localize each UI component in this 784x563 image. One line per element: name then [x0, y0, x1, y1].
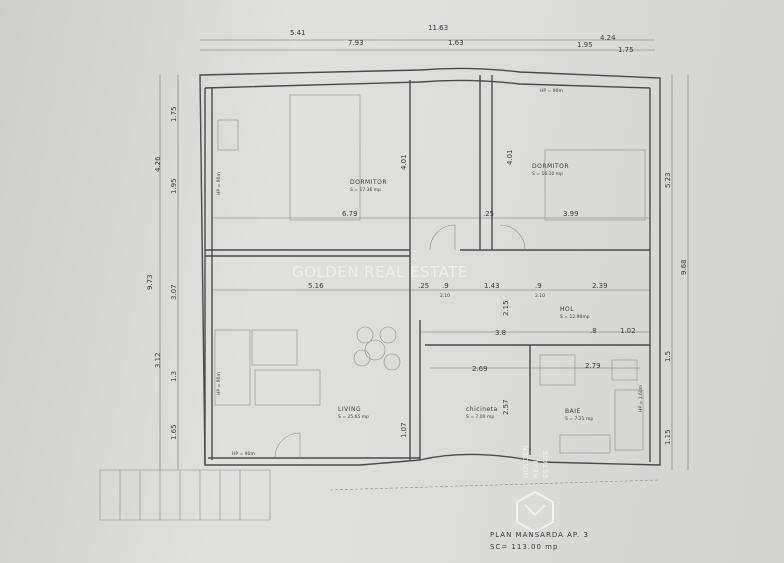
- plan-title: PLAN MANSARDA AP. 3: [490, 531, 589, 539]
- dimensions-top: 5.41 11.63 4.24 7.93 1.63 1.95 1.75: [290, 24, 634, 54]
- dimensions-left: 1.75 4.26 1.95 9.73 3.07 3.12 1.3 1.65: [146, 106, 178, 440]
- dim: 1.02: [620, 327, 636, 335]
- dim: 5.16: [308, 282, 324, 290]
- dim: 9.68: [680, 259, 688, 275]
- dim: 5.23: [664, 172, 672, 188]
- watermark-logo: GOLDEN REAL ESTATE: [516, 445, 554, 534]
- walls: [199, 67, 661, 466]
- dim: 4.26: [154, 156, 162, 172]
- room-area: S = 12.90mp: [560, 314, 590, 320]
- dim: .25: [483, 210, 494, 218]
- window-label: HP = 90m: [216, 172, 222, 195]
- dimension-lines: [159, 39, 689, 470]
- dimensions-right: 5.23 9.68 1.5 1.15: [664, 172, 688, 445]
- dim: 4.01: [400, 154, 408, 170]
- dim: 1.95: [170, 178, 178, 194]
- dim: 2.69: [472, 365, 488, 373]
- dim: 2.15: [502, 300, 510, 316]
- watermark: ESTATE: [542, 449, 550, 478]
- dim: 2.79: [585, 362, 601, 370]
- dim: 1.5: [664, 351, 672, 362]
- dim: 4.24: [600, 34, 616, 42]
- room-name: DORMITOR: [532, 163, 569, 170]
- room-name: HOL: [560, 306, 574, 313]
- dim: 2.10: [535, 293, 545, 299]
- window-labels: HP = 90m HP = 90m HP = 90m HP = 90m HP =…: [216, 88, 644, 457]
- room-name: BAIE: [565, 408, 581, 415]
- dim: 1.95: [577, 41, 593, 49]
- room-name: chicineta: [466, 406, 498, 413]
- watermark: GOLDEN: [522, 445, 530, 478]
- dim: 1.63: [448, 39, 464, 47]
- dim: 3.12: [154, 352, 162, 368]
- dim: 2.10: [440, 293, 450, 299]
- dim: 1.75: [618, 46, 634, 54]
- room-area: S = 25.65 mp: [338, 414, 369, 420]
- dim: 1.65: [170, 424, 178, 440]
- dim: .8: [590, 327, 597, 335]
- dim: 1.15: [664, 429, 672, 445]
- room-area: S = 7.21 mp: [565, 416, 593, 422]
- watermark: REAL: [532, 458, 540, 478]
- dim: 1.07: [400, 422, 408, 438]
- dim: 3.99: [563, 210, 579, 218]
- dim: 9.73: [146, 274, 154, 290]
- dim: 3.8: [495, 329, 506, 337]
- window-label: HP = 90m: [216, 372, 222, 395]
- dim: 2.57: [502, 399, 510, 415]
- room-area: S = 17.36 mp: [350, 187, 381, 193]
- dim: .9: [535, 282, 542, 290]
- room-labels: DORMITOR S = 17.36 mp DORMITOR S = 16.10…: [338, 163, 593, 422]
- window-label: HP = 90m: [232, 451, 255, 457]
- dim: 3.07: [170, 284, 178, 300]
- window-label: HP = 90m: [540, 88, 563, 94]
- room-name: DORMITOR: [350, 179, 387, 186]
- dim: .9: [442, 282, 449, 290]
- dim: 1.75: [170, 106, 178, 122]
- furniture: [99, 94, 661, 521]
- room-area: S = 16.10 mp: [532, 171, 563, 177]
- room-name: LIVING: [338, 406, 361, 413]
- room-area: S = 7.00 mp: [466, 414, 494, 420]
- dim: 7.93: [348, 39, 364, 47]
- dim: 4.01: [506, 149, 514, 165]
- dim: 5.41: [290, 29, 306, 37]
- watermark: GOLDEN REAL ESTATE: [292, 263, 468, 281]
- dim: .25: [418, 282, 429, 290]
- dim: 6.79: [342, 210, 358, 218]
- dim: 1.43: [484, 282, 500, 290]
- dim: 11.63: [428, 24, 448, 32]
- dimensions-inner: 6.79 3.99 .25 5.16 .25 .9 1.43 .9 2.39 2…: [308, 149, 636, 438]
- dim: 2.39: [592, 282, 608, 290]
- window-label: HP = 1.60m: [638, 385, 644, 412]
- total-area: SC= 113.00 mp: [490, 543, 558, 551]
- dim: 1.3: [170, 371, 178, 382]
